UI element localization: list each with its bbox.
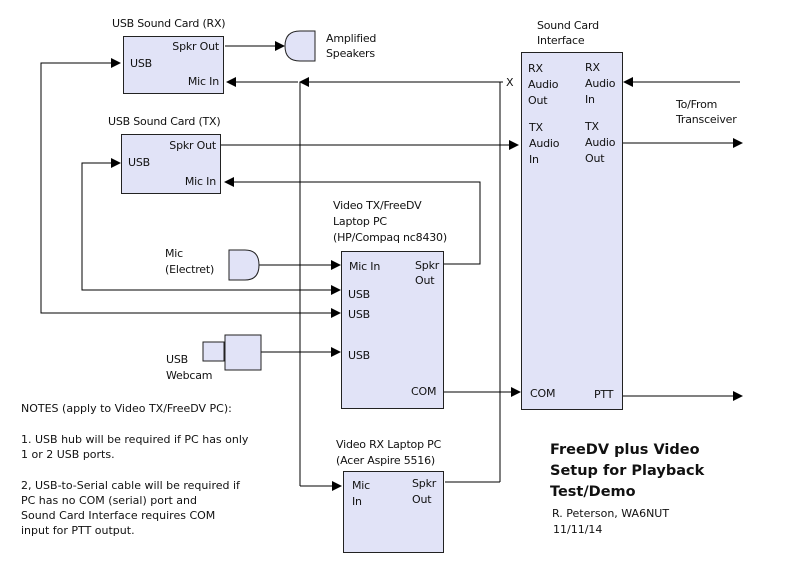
webcam-label: USB Webcam: [166, 353, 213, 382]
diagram-title: FreeDV plus Video Setup for Playback Tes…: [550, 442, 705, 500]
author: R. Peterson, WA6NUT: [552, 507, 670, 520]
usb-sound-rx-block: Spkr Out USB Mic In: [123, 36, 224, 94]
txpc-usb-2: USB: [348, 308, 370, 321]
txpc-mic-in: Mic In: [349, 260, 381, 273]
usb-sound-tx-block: Spkr Out USB Mic In: [121, 134, 221, 194]
usb-sound-tx-mic-in: Mic In: [184, 175, 216, 188]
x-marker: X: [506, 76, 514, 89]
txpc-com: COM: [411, 385, 437, 398]
rxpc-spkr-out: Spkr Out: [412, 477, 437, 506]
video-rx-pc-label: Video RX Laptop PC (Acer Aspire 5516): [336, 438, 442, 467]
usb-sound-tx-spkr-out: Spkr Out: [169, 139, 216, 152]
usb-sound-rx-mic-in: Mic In: [187, 75, 219, 88]
txpc-spkr-out: Spkr Out: [415, 259, 440, 287]
notes-section: NOTES (apply to Video TX/FreeDV PC): 1. …: [21, 401, 248, 538]
sound-card-interface-label: Sound Card Interface: [537, 19, 599, 47]
usb-sound-tx-usb: USB: [128, 156, 150, 169]
usb-sound-rx-usb: USB: [130, 57, 152, 70]
date: 11/11/14: [553, 523, 603, 536]
rxpc-mic-in: Mic In: [352, 479, 370, 508]
webcam-body-icon: [224, 334, 262, 371]
port-rx-audio-out: RX Audio Out: [528, 62, 559, 107]
transceiver-label: To/From Transceiver: [676, 98, 737, 126]
notes-heading: NOTES (apply to Video TX/FreeDV PC):: [21, 402, 232, 415]
port-com: COM: [530, 387, 556, 400]
port-rx-audio-in: RX Audio In: [585, 61, 616, 106]
mic-icon: [228, 249, 260, 281]
speakers-icon: [284, 30, 316, 62]
note-2: 2, USB-to-Serial cable will be required …: [21, 479, 240, 537]
port-tx-audio-in: TX Audio In: [529, 121, 560, 166]
video-rx-pc-block: Mic In Spkr Out: [343, 471, 444, 553]
usb-sound-rx-label: USB Sound Card (RX): [112, 17, 226, 30]
wire-tx-usb-loop: [81, 158, 340, 291]
txpc-usb-3: USB: [348, 349, 370, 362]
speakers-label: Amplified Speakers: [326, 32, 377, 60]
webcam-small-icon: [202, 341, 225, 362]
sound-card-interface-block: RX Audio Out RX Audio In TX Audio In TX …: [521, 52, 623, 410]
video-tx-pc-block: Mic In Spkr Out USB USB USB COM: [341, 251, 444, 409]
note-1: 1. USB hub will be required if PC has on…: [21, 433, 249, 461]
wire-rx-usb-loop: [40, 58, 340, 314]
mic-label: Mic (Electret): [165, 247, 215, 276]
txpc-usb-1: USB: [348, 288, 370, 301]
port-tx-audio-out: TX Audio Out: [585, 120, 616, 165]
usb-sound-rx-spkr-out: Spkr Out: [172, 40, 219, 53]
video-tx-pc-label: Video TX/FreeDV Laptop PC (HP/Compaq nc8…: [333, 199, 447, 244]
wire-txpc-spkr-to-tx-mic: [224, 177, 481, 265]
usb-sound-tx-label: USB Sound Card (TX): [108, 115, 221, 128]
port-ptt: PTT: [594, 388, 614, 401]
